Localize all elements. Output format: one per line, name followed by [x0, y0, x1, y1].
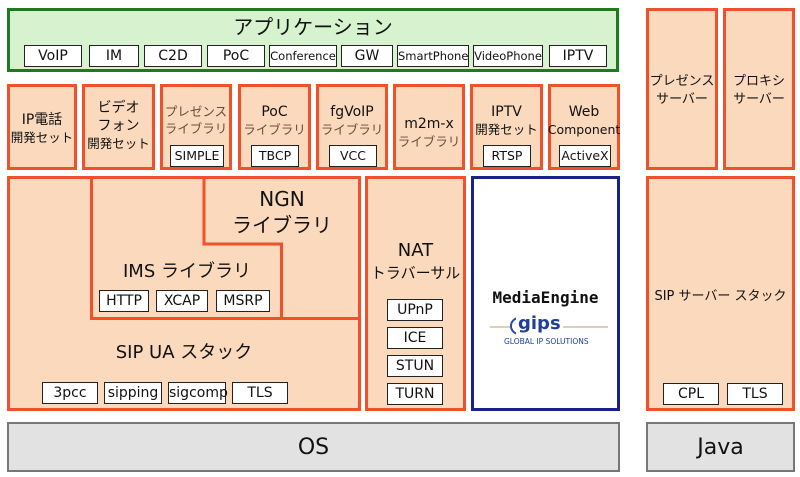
application-layer-title: アプリケーション — [233, 15, 393, 39]
web-component-title1: Web — [568, 104, 600, 120]
iptv-kit: IPTV 開発セット RTSP — [470, 84, 543, 170]
java-layer: Java — [646, 422, 795, 472]
presence-library-line2: ライブラリ — [164, 121, 228, 136]
fgvoip-library-title: fgVoIP — [330, 104, 374, 120]
app-item-iptv: IPTV — [549, 45, 607, 67]
application-layer: アプリケーション VoIP IM C2D PoC Conference GW S… — [7, 8, 619, 72]
presence-server-line2: サーバー — [656, 92, 708, 107]
fgvoip-library: fgVoIP ライブラリ VCC — [316, 84, 388, 170]
sip-server-tag-tls: TLS — [727, 383, 783, 405]
ims-tag-xcap: XCAP — [156, 290, 208, 312]
sip-ua-tag-3pcc: 3pcc — [42, 382, 98, 404]
proxy-server: プロキシ サーバー — [723, 8, 795, 170]
media-engine: MediaEngine gips GLOBAL IP SOLUTIONS — [471, 176, 620, 411]
sip-server-stack-title: SIP サーバー スタック — [654, 289, 787, 304]
sip-ua-stack-title: SIP UA スタック — [115, 342, 253, 363]
poc-library: PoC ライブラリ TBCP — [238, 84, 311, 170]
sip-ua-tag-tls: TLS — [232, 382, 288, 404]
ims-tag-http: HTTP — [99, 290, 149, 312]
iptv-kit-sub: 開発セット — [475, 122, 538, 137]
sip-ua-tag-sigcomp: sigcomp — [168, 382, 228, 404]
fgvoip-library-sub: ライブラリ — [320, 122, 384, 137]
nat-traversal-title1: NAT — [397, 240, 434, 261]
sip-server-stack: SIP サーバー スタック CPL TLS — [646, 176, 795, 411]
app-item-smartphone: SmartPhone — [397, 45, 469, 67]
ip-phone-kit: IP電話 開発セット — [7, 84, 77, 170]
gips-logo: gips GLOBAL IP SOLUTIONS — [490, 313, 608, 351]
poc-library-tag: TBCP — [251, 145, 299, 167]
proxy-server-line2: サーバー — [733, 92, 785, 107]
os-layer: OS — [7, 422, 620, 472]
web-component-tag: ActiveX — [559, 145, 611, 167]
ims-library-title: IMS ライブラリ — [123, 261, 251, 282]
nat-traversal: NAT トラバーサル UPnP ICE STUN TURN — [365, 176, 466, 411]
video-phone-kit-title2: フォン — [97, 118, 140, 134]
nat-tag-stun: STUN — [387, 355, 443, 377]
poc-library-sub: ライブラリ — [243, 122, 306, 137]
m2m-library: m2m-x ライブラリ — [393, 84, 465, 170]
nat-tag-ice: ICE — [387, 327, 443, 349]
iptv-kit-title: IPTV — [491, 104, 522, 120]
app-item-voip: VoIP — [24, 45, 82, 67]
presence-library: プレゼンス ライブラリ SIMPLE — [160, 84, 232, 170]
sip-server-tag-cpl: CPL — [663, 383, 719, 405]
app-item-videophone: VideoPhone — [473, 45, 543, 67]
app-item-poc: PoC — [207, 45, 265, 67]
web-component-title2: Component — [547, 122, 621, 137]
ims-tag-msrp: MSRP — [216, 290, 270, 312]
fgvoip-library-tag: VCC — [329, 145, 377, 167]
poc-library-title: PoC — [261, 104, 288, 120]
video-phone-kit: ビデオ フォン 開発セット — [82, 84, 155, 170]
video-phone-kit-title1: ビデオ — [97, 100, 140, 116]
video-phone-kit-sub: 開発セット — [87, 136, 150, 151]
nat-tag-upnp: UPnP — [387, 299, 443, 321]
m2m-library-title: m2m-x — [404, 116, 454, 132]
sip-ua-tag-sipping: sipping — [104, 382, 162, 404]
m2m-library-sub: ライブラリ — [397, 134, 461, 149]
app-item-c2d: C2D — [144, 45, 202, 67]
app-item-conference: Conference — [269, 45, 337, 67]
presence-library-line1: プレゼンス — [164, 104, 228, 119]
proxy-server-line1: プロキシ — [732, 74, 785, 89]
ngn-library-title: NGN ライブラリ — [204, 186, 360, 238]
gips-logo-text: gips — [516, 313, 563, 335]
app-item-gw: GW — [341, 45, 393, 67]
app-item-im: IM — [89, 45, 139, 67]
ngn-library-box — [202, 176, 361, 320]
ip-phone-kit-title: IP電話 — [21, 112, 63, 128]
ngn-library-title-line1: NGN — [259, 187, 305, 211]
web-component: Web Component ActiveX — [548, 84, 620, 170]
java-layer-label: Java — [697, 435, 744, 460]
presence-library-tag: SIMPLE — [170, 145, 224, 167]
gips-logo-subtitle: GLOBAL IP SOLUTIONS — [504, 337, 589, 346]
media-engine-title: MediaEngine — [492, 288, 599, 307]
nat-tag-turn: TURN — [387, 383, 443, 405]
presence-server: プレゼンス サーバー — [646, 8, 718, 170]
ngn-library-title-line2: ライブラリ — [232, 213, 332, 237]
nat-traversal-title2: トラバーサル — [370, 264, 461, 282]
iptv-kit-tag: RTSP — [483, 145, 531, 167]
ip-phone-kit-sub: 開発セット — [10, 130, 74, 145]
presence-server-line1: プレゼンス — [649, 74, 715, 89]
os-layer-label: OS — [297, 435, 330, 460]
